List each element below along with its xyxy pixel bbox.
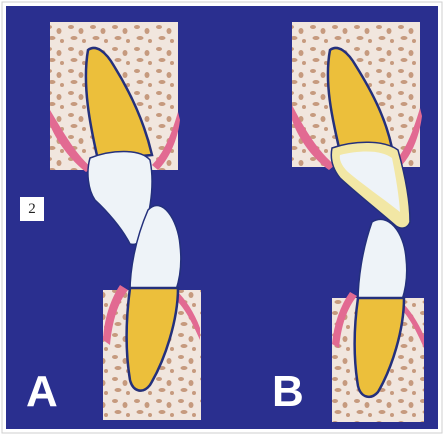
panel-label-b: B <box>272 370 304 414</box>
figure-number-badge: 2 <box>20 197 44 221</box>
panel-label-a: A <box>26 370 58 414</box>
